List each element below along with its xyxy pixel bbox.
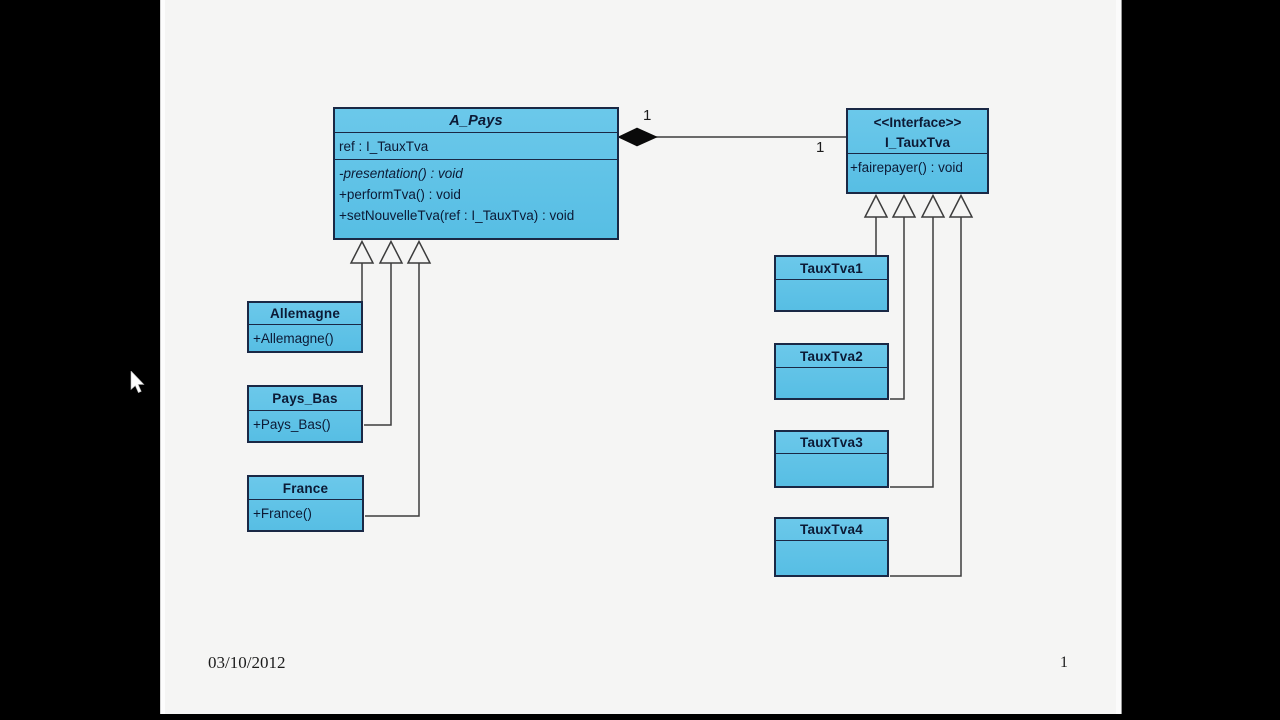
class-title: TauxTva1	[776, 257, 887, 280]
class-allemagne: Allemagne +Allemagne()	[247, 301, 363, 353]
class-title: A_Pays	[335, 109, 617, 133]
generalization-pays-bas	[364, 239, 404, 426]
stereotype-label: <<Interface>>	[873, 114, 962, 130]
multiplicity-label-target: 1	[816, 139, 825, 156]
generalization-allemagne	[349, 239, 375, 301]
class-tauxtva2: TauxTva2	[774, 343, 889, 400]
class-tauxtva1: TauxTva1	[774, 255, 889, 312]
triangle-arrowhead-icon	[406, 239, 432, 264]
slide-date: 03/10/2012	[208, 653, 286, 672]
class-pays-bas: Pays_Bas +Pays_Bas()	[247, 385, 363, 443]
class-title: TauxTva2	[776, 345, 887, 368]
class-title: I_TauxTva	[884, 134, 951, 150]
method-label: +France()	[253, 506, 312, 521]
class-title: Allemagne	[249, 303, 361, 325]
triangle-arrowhead-icon	[891, 193, 917, 218]
triangle-arrowhead-icon	[920, 193, 946, 218]
method-label: +performTva() : void	[339, 187, 461, 202]
triangle-arrowhead-icon	[349, 239, 375, 264]
method-label: +fairepayer() : void	[850, 160, 963, 175]
class-tauxtva4: TauxTva4	[774, 517, 889, 577]
slide-page-number: 1	[1060, 654, 1068, 671]
class-france: France +France()	[247, 475, 364, 532]
composition-diamond-icon	[617, 127, 658, 147]
realization-tauxtva3	[890, 193, 946, 488]
method-label: +setNouvelleTva(ref : I_TauxTva) : void	[339, 208, 575, 223]
class-i-tauxtva: <<Interface>> I_TauxTva +fairepayer() : …	[846, 108, 989, 194]
realization-tauxtva1	[863, 193, 889, 255]
composition-link	[617, 127, 846, 147]
triangle-arrowhead-icon	[378, 239, 404, 264]
class-title: TauxTva4	[776, 519, 887, 541]
realization-tauxtva4	[890, 193, 974, 577]
class-title: Pays_Bas	[249, 387, 361, 411]
method-label: -presentation() : void	[339, 166, 463, 181]
method-label: +Allemagne()	[253, 331, 334, 346]
class-title: TauxTva3	[776, 432, 887, 454]
triangle-arrowhead-icon	[948, 193, 974, 218]
class-a-pays: A_Pays ref : I_TauxTva -presentation() :…	[333, 107, 619, 240]
slide: A_Pays ref : I_TauxTva -presentation() :…	[160, 0, 1122, 714]
realization-tauxtva2	[890, 193, 917, 400]
multiplicity-label-source: 1	[643, 107, 652, 124]
triangle-arrowhead-icon	[863, 193, 889, 218]
class-tauxtva3: TauxTva3	[774, 430, 889, 488]
generalization-france	[365, 239, 432, 517]
method-label: +Pays_Bas()	[253, 417, 331, 432]
attribute-label: ref : I_TauxTva	[339, 139, 429, 154]
mouse-cursor-icon	[130, 371, 145, 394]
class-title: France	[249, 477, 362, 500]
connector-layer	[349, 127, 974, 577]
